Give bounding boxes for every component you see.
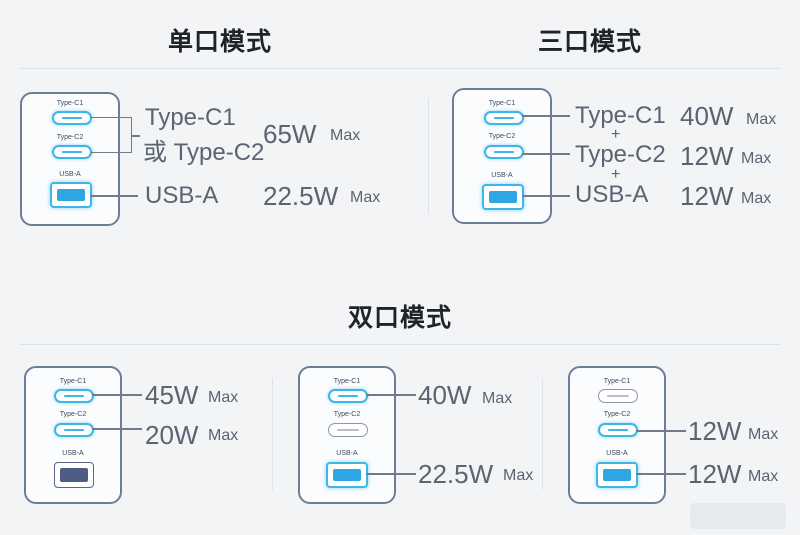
dual2-a-power: 22.5W (418, 459, 494, 489)
usb-a-label: USB-A (59, 171, 81, 178)
usb-a-port-icon (596, 462, 638, 488)
dual-mode-title: 双口模式 (347, 303, 452, 332)
triple-mode-charger: Type-C1 Type-C2 USB-A (452, 88, 552, 224)
triple-plus-2: + (611, 166, 621, 183)
dual3-a-connector (636, 473, 686, 475)
triple-row1-label: Type-C1 (575, 102, 666, 129)
dual3-c2-connector (636, 430, 686, 432)
c-ports-bracket (90, 117, 132, 153)
single-a-power: 22.5W (263, 181, 339, 211)
bottom-divider-1 (272, 378, 273, 490)
triple-row2-label: Type-C2 (575, 141, 666, 168)
single-row1-label: Type-C1 (145, 104, 236, 131)
type-c1-port-icon (598, 389, 638, 403)
single-mode-charger: Type-C1 Type-C2 USB-A (20, 92, 120, 226)
single-mode-title: 单口模式 (167, 27, 272, 56)
type-c2-port-icon (52, 145, 92, 159)
type-c1-label: Type-C1 (488, 100, 516, 107)
dual1-c2-max: Max (208, 427, 239, 444)
watermark-logo (690, 503, 786, 529)
triple-c1-max: Max (746, 111, 777, 128)
triple-c2-max: Max (741, 150, 772, 167)
type-c1-port-icon (54, 389, 94, 403)
usb-a-port-icon (326, 462, 368, 488)
top-vertical-divider (428, 98, 429, 214)
single-row3-label: USB-A (145, 182, 219, 209)
dual1-c1-connector (92, 394, 142, 396)
usb-a-port-icon (50, 182, 92, 208)
type-c2-label: Type-C2 (59, 411, 87, 418)
usb-a-label: USB-A (62, 450, 84, 457)
type-c1-label: Type-C1 (59, 378, 87, 385)
usb-a-label: USB-A (336, 450, 358, 457)
type-c2-port-icon (484, 145, 524, 159)
dual1-c2-connector (92, 428, 142, 430)
triple-c2-power: 12W (680, 141, 734, 171)
dual-config2-charger: Type-C1 Type-C2 USB-A (298, 366, 396, 504)
usb-a-port-icon (54, 462, 94, 488)
type-c1-port-icon (52, 111, 92, 125)
single-c-max: Max (330, 127, 361, 144)
triple-a-max: Max (741, 190, 772, 207)
dual1-c1-max: Max (208, 389, 239, 406)
dual2-a-max: Max (503, 467, 534, 484)
dual1-c2-power: 20W (145, 420, 199, 450)
dual3-c2-max: Max (748, 426, 779, 443)
triple-row3-label: USB-A (575, 181, 649, 208)
type-c2-label: Type-C2 (488, 133, 516, 140)
type-c1-label: Type-C1 (333, 378, 361, 385)
type-c1-label: Type-C1 (603, 378, 631, 385)
dual3-a-power: 12W (688, 459, 742, 489)
type-c2-label: Type-C2 (603, 411, 631, 418)
type-c2-port-icon (598, 423, 638, 437)
dual-config3-charger: Type-C1 Type-C2 USB-A (568, 366, 666, 504)
triple-c1-connector (522, 115, 570, 117)
dual3-c2-power: 12W (688, 416, 742, 446)
type-c1-port-icon (484, 111, 524, 125)
single-c-power: 65W (263, 119, 317, 149)
bracket-connector (132, 135, 140, 137)
type-c2-label: Type-C2 (333, 411, 361, 418)
dual3-a-max: Max (748, 468, 779, 485)
type-c1-port-icon (328, 389, 368, 403)
single-a-max: Max (350, 189, 381, 206)
dual2-c1-power: 40W (418, 380, 472, 410)
dual2-c1-max: Max (482, 390, 513, 407)
type-c2-label: Type-C2 (56, 134, 84, 141)
type-c2-port-icon (54, 423, 94, 437)
dual1-c1-power: 45W (145, 380, 199, 410)
usb-a-label: USB-A (606, 450, 628, 457)
triple-a-connector (522, 195, 570, 197)
single-row2-label: 或 Type-C2 (143, 139, 265, 166)
middle-divider (20, 344, 780, 345)
dual2-c1-connector (366, 394, 416, 396)
triple-c2-connector (522, 153, 570, 155)
dual-config1-charger: Type-C1 Type-C2 USB-A (24, 366, 122, 504)
usb-a-port-icon (482, 184, 524, 210)
triple-a-power: 12W (680, 181, 734, 211)
bottom-divider-2 (542, 378, 543, 490)
triple-c1-power: 40W (680, 101, 734, 131)
usb-a-label: USB-A (491, 172, 513, 179)
top-divider (20, 68, 780, 69)
triple-mode-title: 三口模式 (537, 27, 642, 56)
triple-plus-1: + (611, 126, 621, 143)
usb-a-connector (90, 195, 138, 197)
dual2-a-connector (366, 473, 416, 475)
type-c2-port-icon (328, 423, 368, 437)
type-c1-label: Type-C1 (56, 100, 84, 107)
